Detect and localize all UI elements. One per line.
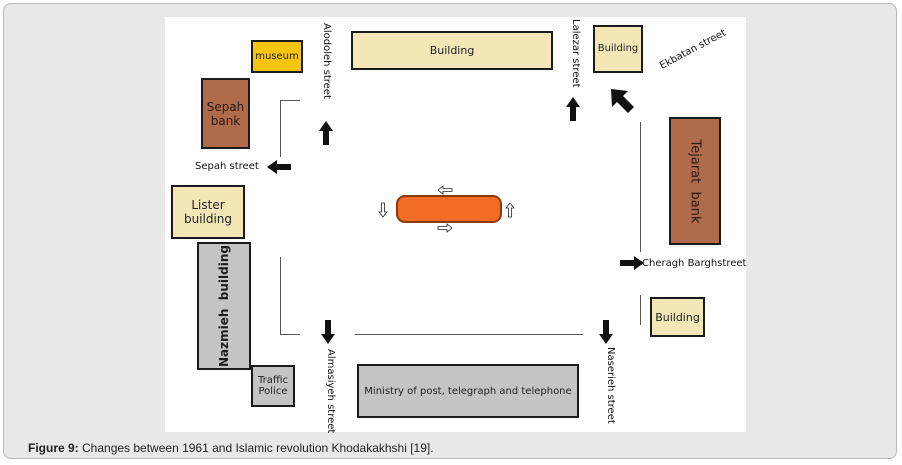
lister-label-2: building <box>183 212 233 226</box>
hollow-arrow-top-left <box>437 185 453 195</box>
arrow-diag-ekbatan <box>611 89 634 113</box>
tejarat-bank-label: Tejarat bank <box>687 139 703 223</box>
traffic-label-1: Traffic <box>257 375 289 386</box>
building-top-label: Building <box>429 44 475 57</box>
ministry-box: Ministry of post, telegraph and telephon… <box>357 364 579 418</box>
figure-caption: Figure 9: Changes between 1961 and Islam… <box>28 441 434 455</box>
nazmieh-label: Nazmieh building <box>217 245 232 367</box>
street-label-almasiyeh: Almasiyeh street <box>325 349 336 434</box>
sepah-bank-label-1: Sepah <box>206 99 245 114</box>
hollow-arrow-left-down <box>378 202 388 218</box>
street-label-alodoleh: Alodoleh street <box>321 23 332 99</box>
nazmieh-building-box: Nazmieh building <box>197 242 251 370</box>
building-top-box: Building <box>351 31 553 70</box>
arrow-up-alodoleh <box>319 121 333 145</box>
building-topright-label: Building <box>597 43 639 54</box>
ministry-label: Ministry of post, telegraph and telephon… <box>364 385 572 397</box>
building-topright-box: Building <box>593 25 643 73</box>
street-label-cheragh: Cheragh Barghstreet <box>642 258 747 269</box>
arrow-down-almasiyeh <box>321 320 335 344</box>
tejarat-bank-box: Tejarat bank <box>669 117 721 245</box>
lister-label-1: Lister <box>191 198 225 212</box>
arrow-down-naserieh <box>599 320 613 344</box>
arrow-up-lalezar <box>566 97 580 121</box>
arrow-right-cheragh <box>620 256 644 270</box>
street-line-right-v <box>640 122 641 252</box>
traffic-label-2: Police <box>258 386 288 397</box>
sepah-bank-box: Sepah bank <box>201 78 250 149</box>
building-right-box: Building <box>650 297 705 337</box>
street-label-lalezar: Lalezar street <box>570 19 581 88</box>
street-line-left-bottom-h <box>280 334 300 335</box>
caption-label: Figure 9: <box>28 441 79 455</box>
street-label-naserieh: Naserieh street <box>605 347 616 424</box>
hollow-arrow-right-up <box>505 202 515 218</box>
museum-box: museum <box>251 40 303 73</box>
roundabout-shape <box>396 195 502 223</box>
caption-text: Changes between 1961 and Islamic revolut… <box>78 441 434 455</box>
map-canvas: museum Building Building Sepah bank Teja… <box>165 17 747 434</box>
building-right-label: Building <box>655 310 700 324</box>
sepah-bank-label-2: bank <box>210 113 241 128</box>
arrow-left-sepah <box>267 160 291 174</box>
hollow-arrow-bottom-right <box>437 223 453 233</box>
street-line-left-top-h <box>280 100 300 101</box>
street-line-left-bottom-v <box>280 257 281 334</box>
street-line-left-top-v <box>280 100 281 157</box>
figure-frame: museum Building Building Sepah bank Teja… <box>3 3 897 459</box>
museum-label: museum <box>255 51 299 62</box>
lister-building-box: Lister building <box>171 185 245 239</box>
street-line-bottom-h <box>355 334 583 335</box>
traffic-police-box: Traffic Police <box>251 365 295 407</box>
street-line-right-bottom-v <box>640 295 641 325</box>
street-label-sepah: Sepah street <box>195 161 259 172</box>
street-label-ekbatan: Ekbatan street <box>658 27 728 72</box>
